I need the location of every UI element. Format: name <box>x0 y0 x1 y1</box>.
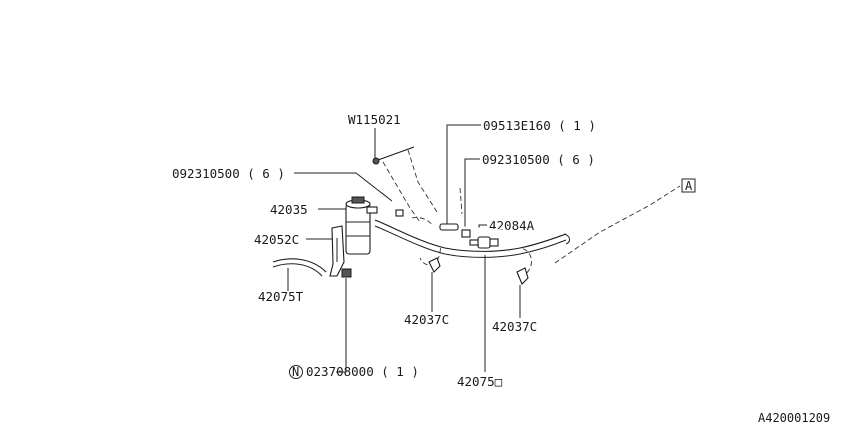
clip-092310500-right <box>461 229 471 238</box>
label-42075: 42075□ <box>457 374 503 389</box>
n-circle-text: N <box>292 365 299 379</box>
clip-42037c-right <box>516 267 529 285</box>
label-42035: 42035 <box>270 202 308 217</box>
label-42052c: 42052C <box>254 232 299 247</box>
n-circle-marker <box>289 365 303 379</box>
a-box-text: A <box>685 179 693 193</box>
canister-42035 <box>345 196 378 255</box>
phantom-lines <box>382 149 681 276</box>
leader-lines <box>287 124 521 373</box>
bracket-42052c <box>329 225 345 277</box>
clamp-09513e160 <box>439 223 459 231</box>
bolt-w115021 <box>372 146 415 165</box>
a-box-marker <box>681 178 696 193</box>
label-092310500-right: 092310500 ( 6 ) <box>482 152 595 167</box>
label-092310500-left: 092310500 ( 6 ) <box>172 166 285 181</box>
hose-42075t <box>272 258 327 273</box>
clip-42037c-left <box>428 257 441 273</box>
filter-42084a <box>469 236 499 249</box>
label-023708000: 023708000 ( 1 ) <box>306 364 419 379</box>
label-42037c-left: 42037C <box>404 312 449 327</box>
label-09513e160: 09513E160 ( 1 ) <box>483 118 596 133</box>
label-w115021: W115021 <box>348 112 401 127</box>
diagram-id: A420001209 <box>758 411 830 425</box>
nut-023708000 <box>341 268 352 278</box>
label-42075t: 42075T <box>258 289 304 304</box>
clip-092310500-left <box>395 209 404 217</box>
label-42037c-right: 42037C <box>492 319 537 334</box>
hose-42075 <box>374 219 570 258</box>
